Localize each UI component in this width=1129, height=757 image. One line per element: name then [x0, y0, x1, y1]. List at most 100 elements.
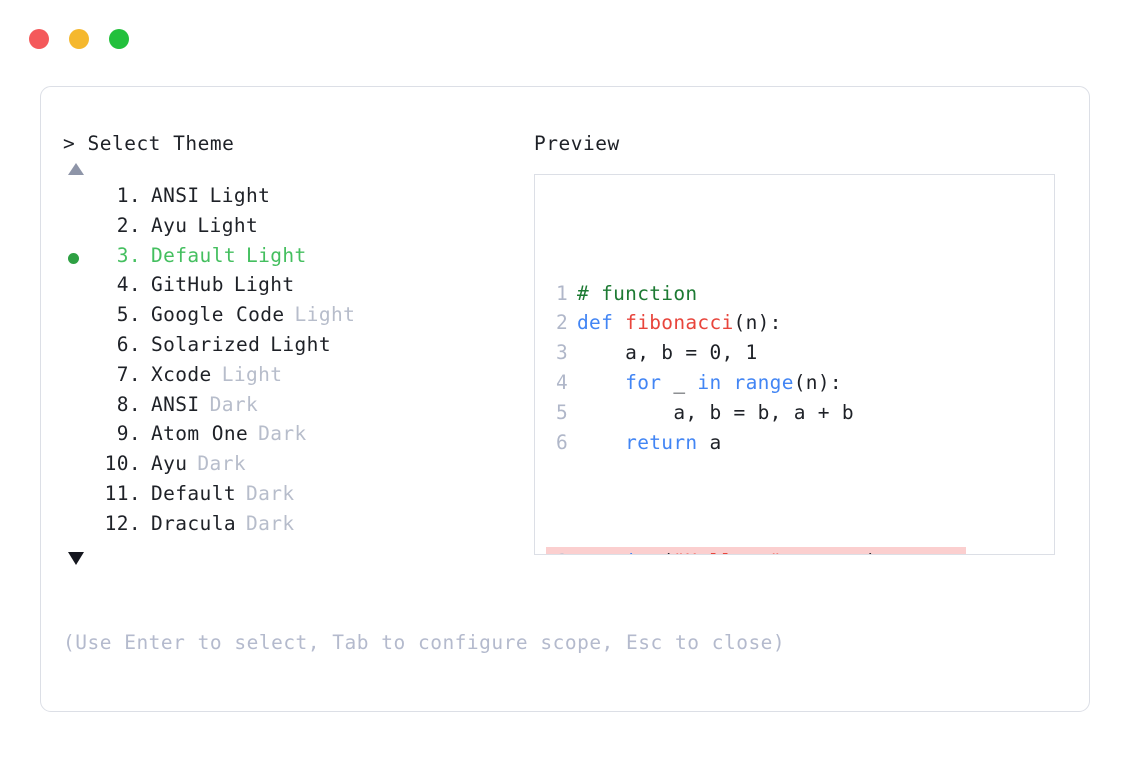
code-text: # function [577, 279, 697, 309]
theme-variant: Light [209, 184, 271, 207]
diff-lines: 1-print("Hello, " + name)1+print(f"Hello… [546, 546, 1054, 554]
theme-variant: Light [221, 362, 283, 386]
window-traffic-lights [29, 29, 129, 49]
theme-name: ANSI [151, 392, 200, 416]
theme-name: Dracula [151, 511, 236, 535]
theme-variant: Light [294, 303, 356, 327]
code-token-builtin: range [733, 370, 794, 394]
code-line: 2 def fibonacci(n): [546, 308, 1054, 338]
code-token-plain [577, 371, 625, 394]
diff-line-del: 1-print("Hello, " + name) [546, 546, 966, 554]
code-token-keyword: return [625, 430, 698, 454]
theme-list-item[interactable]: 5. Google Code Light [63, 303, 533, 333]
theme-variant: Dark [245, 481, 295, 505]
theme-index: 12. [104, 511, 141, 535]
code-token-plain: _ [661, 370, 698, 394]
code-text: return a [577, 428, 722, 458]
theme-list-item[interactable]: 8. ANSI Dark [63, 393, 533, 423]
theme-index: 4. [116, 273, 141, 297]
theme-name: Default [151, 481, 236, 505]
code-token-comment: # function [577, 281, 698, 305]
code-text: for _ in range(n): [577, 368, 842, 398]
keyboard-hint: (Use Enter to select, Tab to configure s… [63, 631, 786, 654]
theme-list-item[interactable]: 12. Dracula Dark [63, 512, 533, 542]
diff-marker: - [577, 547, 601, 554]
theme-list-item[interactable]: 7. Xcode Light [63, 363, 533, 393]
code-token-punct: (n): [793, 370, 842, 394]
theme-variant: Light [197, 213, 259, 237]
line-number: 6 [555, 430, 568, 454]
theme-variant: Dark [258, 422, 307, 446]
theme-index: 6. [116, 332, 141, 356]
theme-variant: Dark [197, 452, 246, 476]
theme-index: 2. [116, 213, 141, 237]
theme-name: Atom One [151, 422, 249, 446]
theme-name: GitHub [151, 273, 224, 297]
code-token-keyword: in [697, 370, 734, 394]
line-number: 1 [546, 547, 577, 554]
maximize-button[interactable] [109, 29, 129, 49]
triangle-down-icon[interactable] [68, 551, 84, 565]
triangle-up-icon[interactable] [68, 163, 84, 175]
theme-list-item[interactable]: 11. Default Dark [63, 482, 533, 512]
close-button[interactable] [29, 29, 49, 49]
selection-bullet-cell [63, 252, 95, 264]
preview-label: Preview [534, 132, 620, 155]
code-token-punct: ( [661, 550, 673, 554]
code-line: 4 for _ in range(n): [546, 368, 1054, 398]
theme-index: 7. [116, 362, 141, 386]
code-text: a, b = 0, 1 [577, 338, 758, 368]
code-token-keyword: for [625, 370, 662, 394]
theme-name: Ayu [151, 213, 188, 237]
code-line: 6 return a [546, 428, 1054, 458]
code-token-func: fibonacci [625, 311, 734, 335]
code-token-plain: a, b = b, a + b [577, 400, 854, 424]
theme-variant: Light [270, 332, 331, 356]
code-line: 3 a, b = 0, 1 [546, 338, 1054, 368]
prompt-label: > Select Theme [63, 132, 235, 155]
theme-index: 11. [104, 481, 141, 505]
theme-index: 5. [116, 303, 141, 327]
theme-index: 9. [116, 422, 141, 446]
theme-name: Ayu [151, 452, 188, 476]
theme-list-item[interactable]: 9. Atom One Dark [63, 422, 533, 452]
theme-name: ANSI [151, 184, 200, 207]
code-token-builtin: print [601, 550, 661, 554]
code-token-plain: a, b = 0, 1 [577, 341, 758, 365]
theme-list-item[interactable]: 6. Solarized Light [63, 333, 533, 363]
code-line: 1 # function [546, 279, 1054, 309]
theme-index: 8. [116, 392, 141, 416]
code-token-keyword: def [577, 311, 626, 335]
selection-bullet-icon [68, 252, 79, 264]
code-token-plain [577, 431, 625, 454]
code-token-punct: (n): [733, 311, 782, 335]
theme-variant: Light [245, 243, 307, 267]
theme-name: Default [151, 243, 236, 267]
line-number: 1 [555, 281, 568, 305]
minimize-button[interactable] [69, 29, 89, 49]
theme-name: Xcode [151, 362, 212, 386]
theme-name: Google Code [151, 303, 285, 327]
line-number: 2 [555, 311, 568, 335]
theme-variant: Light [233, 273, 295, 297]
theme-name: Solarized [151, 332, 261, 356]
code-text: a, b = b, a + b [577, 398, 854, 428]
theme-variant: Dark [245, 511, 295, 535]
theme-variant: Dark [209, 392, 259, 416]
code-line: 5 a, b = b, a + b [546, 398, 1054, 428]
line-number: 5 [555, 400, 568, 424]
theme-list-item[interactable]: 2. Ayu Light [63, 214, 533, 244]
theme-list-item[interactable]: 4. GitHub Light [63, 273, 533, 303]
diff-text: print("Hello, " + name) [601, 547, 878, 554]
code-token-plain: + name) [782, 550, 878, 554]
